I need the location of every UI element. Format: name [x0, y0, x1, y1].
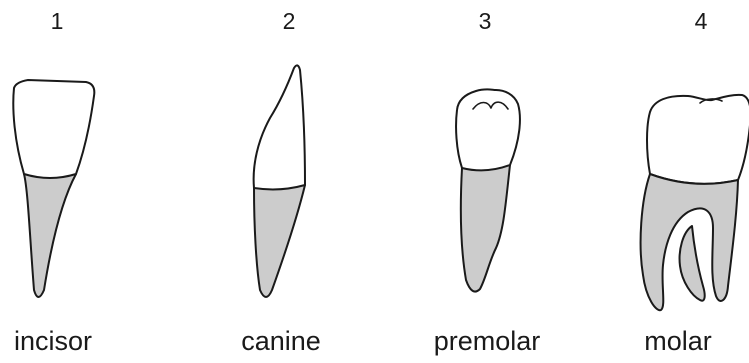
premolar-crown	[456, 89, 520, 170]
molar-inner-root	[680, 226, 705, 301]
tooth-number: 4	[681, 8, 721, 35]
tooth-label: molar	[608, 326, 748, 357]
tooth-number: 3	[465, 8, 505, 35]
tooth-label: canine	[211, 326, 351, 357]
molar-illustration	[641, 95, 749, 310]
tooth-number: 1	[37, 8, 77, 35]
incisor-illustration	[13, 80, 94, 297]
canine-illustration	[254, 65, 305, 297]
premolar-root	[461, 165, 510, 292]
tooth-number: 2	[269, 8, 309, 35]
tooth-label: incisor	[0, 326, 123, 357]
molar-crown	[647, 95, 749, 184]
canine-root	[254, 185, 305, 297]
premolar-illustration	[456, 89, 520, 291]
tooth-label: premolar	[417, 326, 557, 357]
incisor-root	[24, 174, 76, 297]
incisor-crown	[13, 80, 94, 178]
canine-crown	[254, 65, 305, 189]
